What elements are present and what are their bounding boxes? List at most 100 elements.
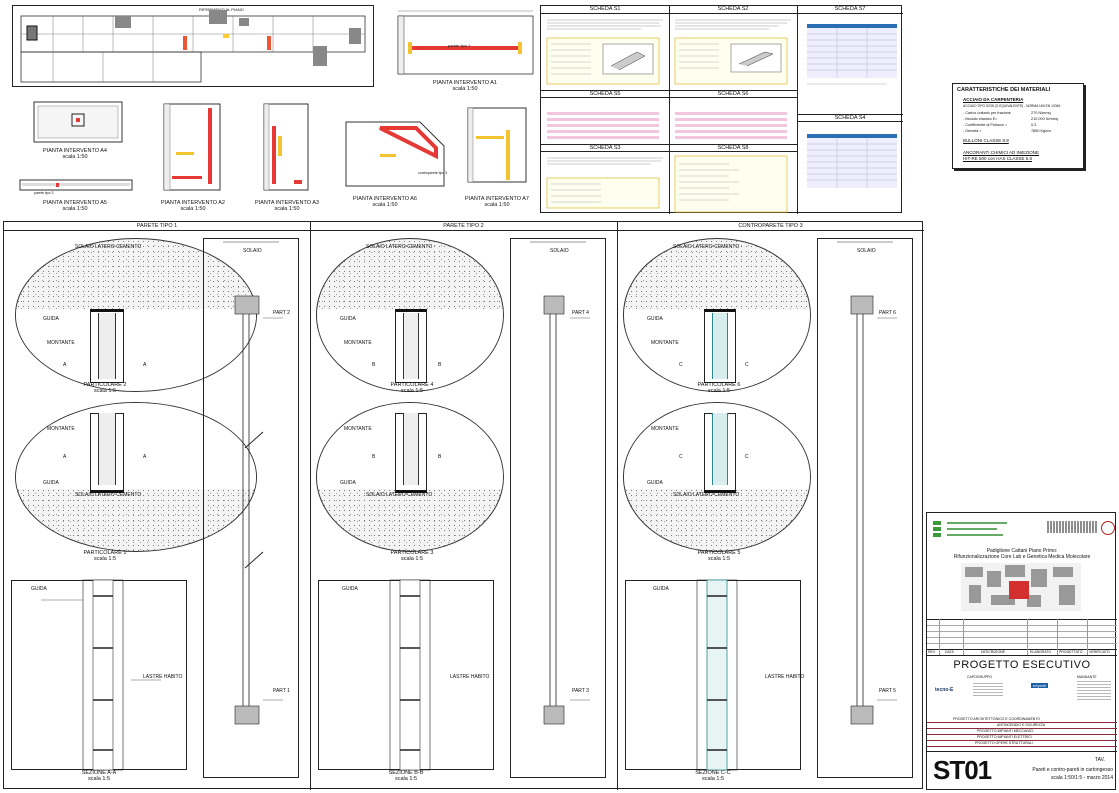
elevation-part-label: PART 5 [879, 688, 896, 694]
guida-label: GUIDA [43, 316, 59, 322]
elevation-slab-label: SOLAIO [243, 248, 262, 254]
company-logo-left: tecno-E [935, 687, 954, 693]
role-line: PROGETTO OPERE STRUTTURALI [975, 741, 1033, 745]
guida-label: GUIDA [647, 480, 663, 486]
guida-label: GUIDA [43, 480, 59, 486]
lastre-label: LASTRE HABITO [765, 674, 805, 680]
elevation-part-label: PART 6 [879, 310, 896, 316]
rev-header: VERIFICATO [1089, 650, 1110, 654]
scheda-s1-title: SCHEDA S1 [589, 6, 621, 12]
elevation-slab-label: SOLAIO [550, 248, 569, 254]
sheet-description: Pareti e contro-pareti in cartongesso [1032, 767, 1113, 773]
materials-title: CARATTERISTICHE DEI MATERIALI [957, 87, 1051, 93]
section-view-drawing [41, 579, 161, 771]
project-title-1: Padiglione Cattani Piano Primo: [986, 548, 1058, 554]
plan-a4-drawing [33, 101, 123, 143]
materials-row: - Modulo elastico E= [963, 117, 998, 121]
materials-row: - Carico unitario per trazione [963, 111, 1011, 115]
elevation-frame [510, 238, 606, 778]
detail-top-ellipse [316, 238, 504, 392]
section-mark: C [679, 454, 683, 460]
sheet-label: TAV. [1095, 757, 1105, 763]
scheda-s4-title: SCHEDA S4 [834, 115, 866, 121]
materials-box: CARATTERISTICHE DEI MATERIALI ACCIAIO DA… [952, 83, 1084, 169]
rev-header: PROGETTATO [1059, 650, 1083, 654]
rev-header: DESCRIZIONE [981, 650, 1005, 654]
plan-a2-drawing [163, 103, 221, 191]
role-line: PROGETTO IMPIANTI MECCANICI [977, 729, 1034, 733]
slab-label: SOLAIO LATERO-CEMENTO [673, 492, 740, 498]
key-plan-drawing [20, 10, 366, 83]
key-plan-title: RIFERIMENTI AL PIANO [199, 7, 244, 12]
materials-bolts: BULLONI CLASSE 8.8 [963, 138, 1009, 143]
lastre-label: LASTRE HABITO [450, 674, 490, 680]
sheet-scale-date: scala 1:50/1:5 - marzo 2014 [1051, 775, 1113, 781]
section-mark: C [679, 362, 683, 368]
section-mark: B [372, 454, 376, 460]
left-col-head: CAPOGRUPPO [967, 675, 993, 679]
scheda-s5-title: SCHEDA S5 [589, 91, 621, 97]
section-mark: C [745, 362, 749, 368]
title-block: Padiglione Cattani Piano Primo: Rifunzio… [926, 512, 1117, 790]
elevation-part-label: PART 2 [273, 310, 290, 316]
scheda-s7-title: SCHEDA S7 [834, 6, 866, 12]
slab-label: SOLAIO LATERO-CEMENTO [75, 492, 142, 498]
column-title-1: PARETE TIPO 1 [136, 223, 178, 229]
role-line: ANTINCENDIO E SICUREZZA [997, 723, 1046, 727]
sheet-code: ST01 [933, 755, 992, 785]
section-mark: A [143, 362, 147, 368]
scheda-s1-body [546, 19, 663, 85]
key-plan-frame: RIFERIMENTI AL PIANO [12, 5, 374, 87]
column-2: SOLAIO LATERO-CEMENTO GUIDA MONTANTE B B… [310, 230, 616, 789]
scheda-s3-body [546, 157, 663, 209]
plan-a3-drawing [263, 103, 309, 191]
materials-row: - Coefficiente di Poisson = [963, 123, 1008, 127]
column-title-2: PARETE TIPO 2 [443, 223, 484, 229]
montante-label: MONTANTE [344, 426, 372, 432]
section-mark: A [143, 454, 147, 460]
guida-label: GUIDA [342, 586, 358, 592]
section-mark: C [745, 454, 749, 460]
montante-label: MONTANTE [651, 426, 679, 432]
detail-bottom-ellipse [623, 402, 811, 552]
scheda-s6-body [675, 112, 787, 139]
plan-a6-note: controparete tipo 3 [418, 171, 448, 175]
scheda-s6-title: SCHEDA S6 [717, 91, 749, 97]
client-logo-left [933, 521, 943, 539]
rev-header: DATA [945, 650, 954, 654]
project-title-2: Rifunzionalizzazione Core Lab e Genetica… [953, 554, 1091, 560]
elevation-drawing [837, 241, 897, 725]
elevation-part-label: PART 1 [273, 688, 290, 694]
slab-label: SOLAIO LATERO-CEMENTO [75, 244, 142, 250]
scheda-s2-body [674, 19, 791, 85]
materials-row: - Densità = [963, 129, 982, 133]
section-view-drawing [696, 579, 738, 771]
scheda-s3-title: SCHEDA S3 [589, 145, 621, 151]
scheda-s2-title: SCHEDA S2 [717, 6, 749, 12]
detail-bottom-ellipse [316, 402, 504, 552]
elevation-frame [203, 238, 299, 778]
plan-a6-drawing [345, 121, 445, 187]
scheda-s7-body [807, 24, 897, 85]
scheda-s8-title: SCHEDA S8 [717, 145, 749, 151]
schede-grid: SCHEDA S1 SCHEDA S2 SCHEDA S7 SCHEDA S5 … [540, 5, 903, 214]
montante-label: MONTANTE [651, 340, 679, 346]
materials-anchors-1: ANCORANTI CHIMICI AD INIEZIONE [963, 150, 1040, 155]
section-mark: B [438, 362, 442, 368]
column-3: SOLAIO LATERO-CEMENTO GUIDA MONTANTE C C… [617, 230, 923, 789]
column-1: SOLAIO LATERO-CEMENTO GUIDA MONTANTE A A… [3, 230, 309, 789]
column-title-3: CONTROPARETE TIPO 3 [738, 223, 803, 229]
section-mark: A [63, 454, 67, 460]
elevation-part-label: PART 3 [572, 688, 589, 694]
client-logo-right [1047, 521, 1097, 533]
